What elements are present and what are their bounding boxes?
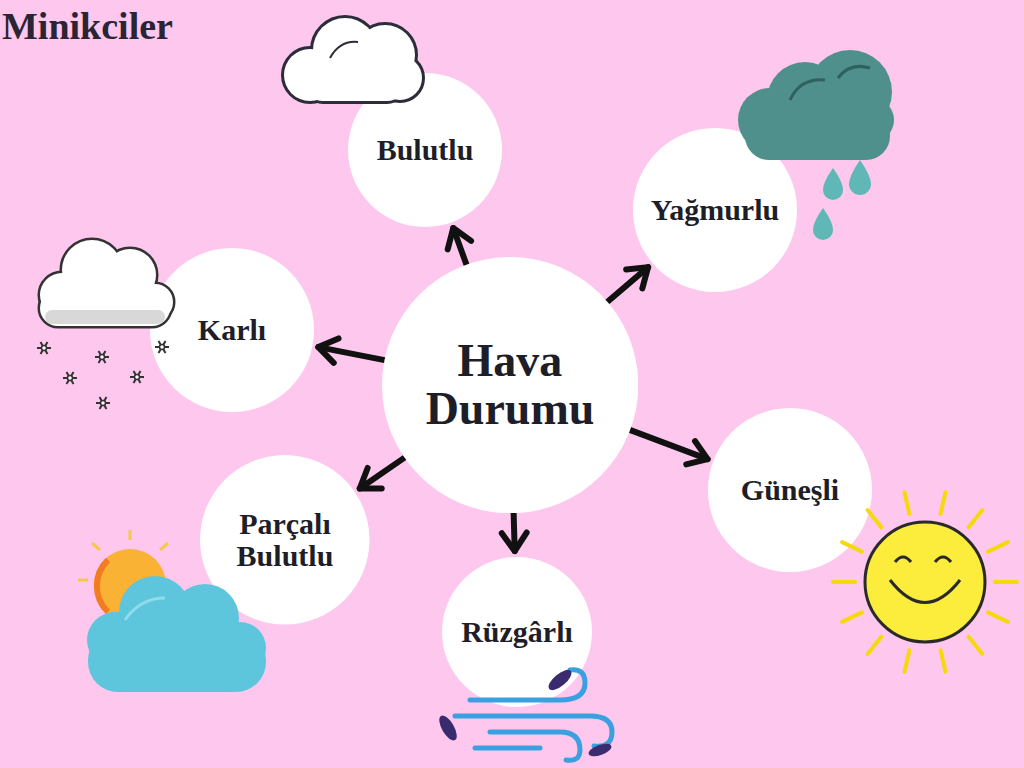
sun-face — [865, 522, 985, 642]
topic-circle: Parçalı Bulutlu — [200, 455, 370, 625]
arrow-connector — [622, 427, 707, 464]
node-label: Yağmurlu — [651, 194, 779, 226]
sun-icon — [833, 492, 1017, 671]
diagram-title: Minikciler — [2, 4, 173, 48]
topic-circle: Karlı — [150, 248, 314, 412]
node-label: Karlı — [198, 314, 266, 346]
leaf-icon — [436, 666, 613, 758]
center-circle: Hava Durumu — [382, 257, 638, 513]
wind-icon — [455, 670, 612, 761]
node-label: Parçalı Bulutlu — [215, 508, 355, 571]
topic-circle: Bulutlu — [348, 73, 502, 227]
node-label: Hava Durumu — [400, 337, 620, 434]
arrow-connector — [360, 453, 411, 488]
arrow-connector — [318, 338, 392, 362]
snow-cloud-icon — [37, 240, 173, 409]
topic-circle: Rüzgârlı — [442, 557, 592, 707]
topic-circle: Yağmurlu — [633, 128, 797, 292]
node-label: Bulutlu — [377, 134, 474, 166]
node-label: Rüzgârlı — [461, 616, 573, 648]
rain-cloud-icon — [738, 50, 894, 240]
node-label: Güneşli — [741, 474, 839, 506]
topic-circle: Güneşli — [708, 408, 872, 572]
cloud-icon — [284, 18, 422, 101]
partly-cloudy-icon — [78, 530, 266, 692]
arrow-connector — [601, 267, 648, 307]
